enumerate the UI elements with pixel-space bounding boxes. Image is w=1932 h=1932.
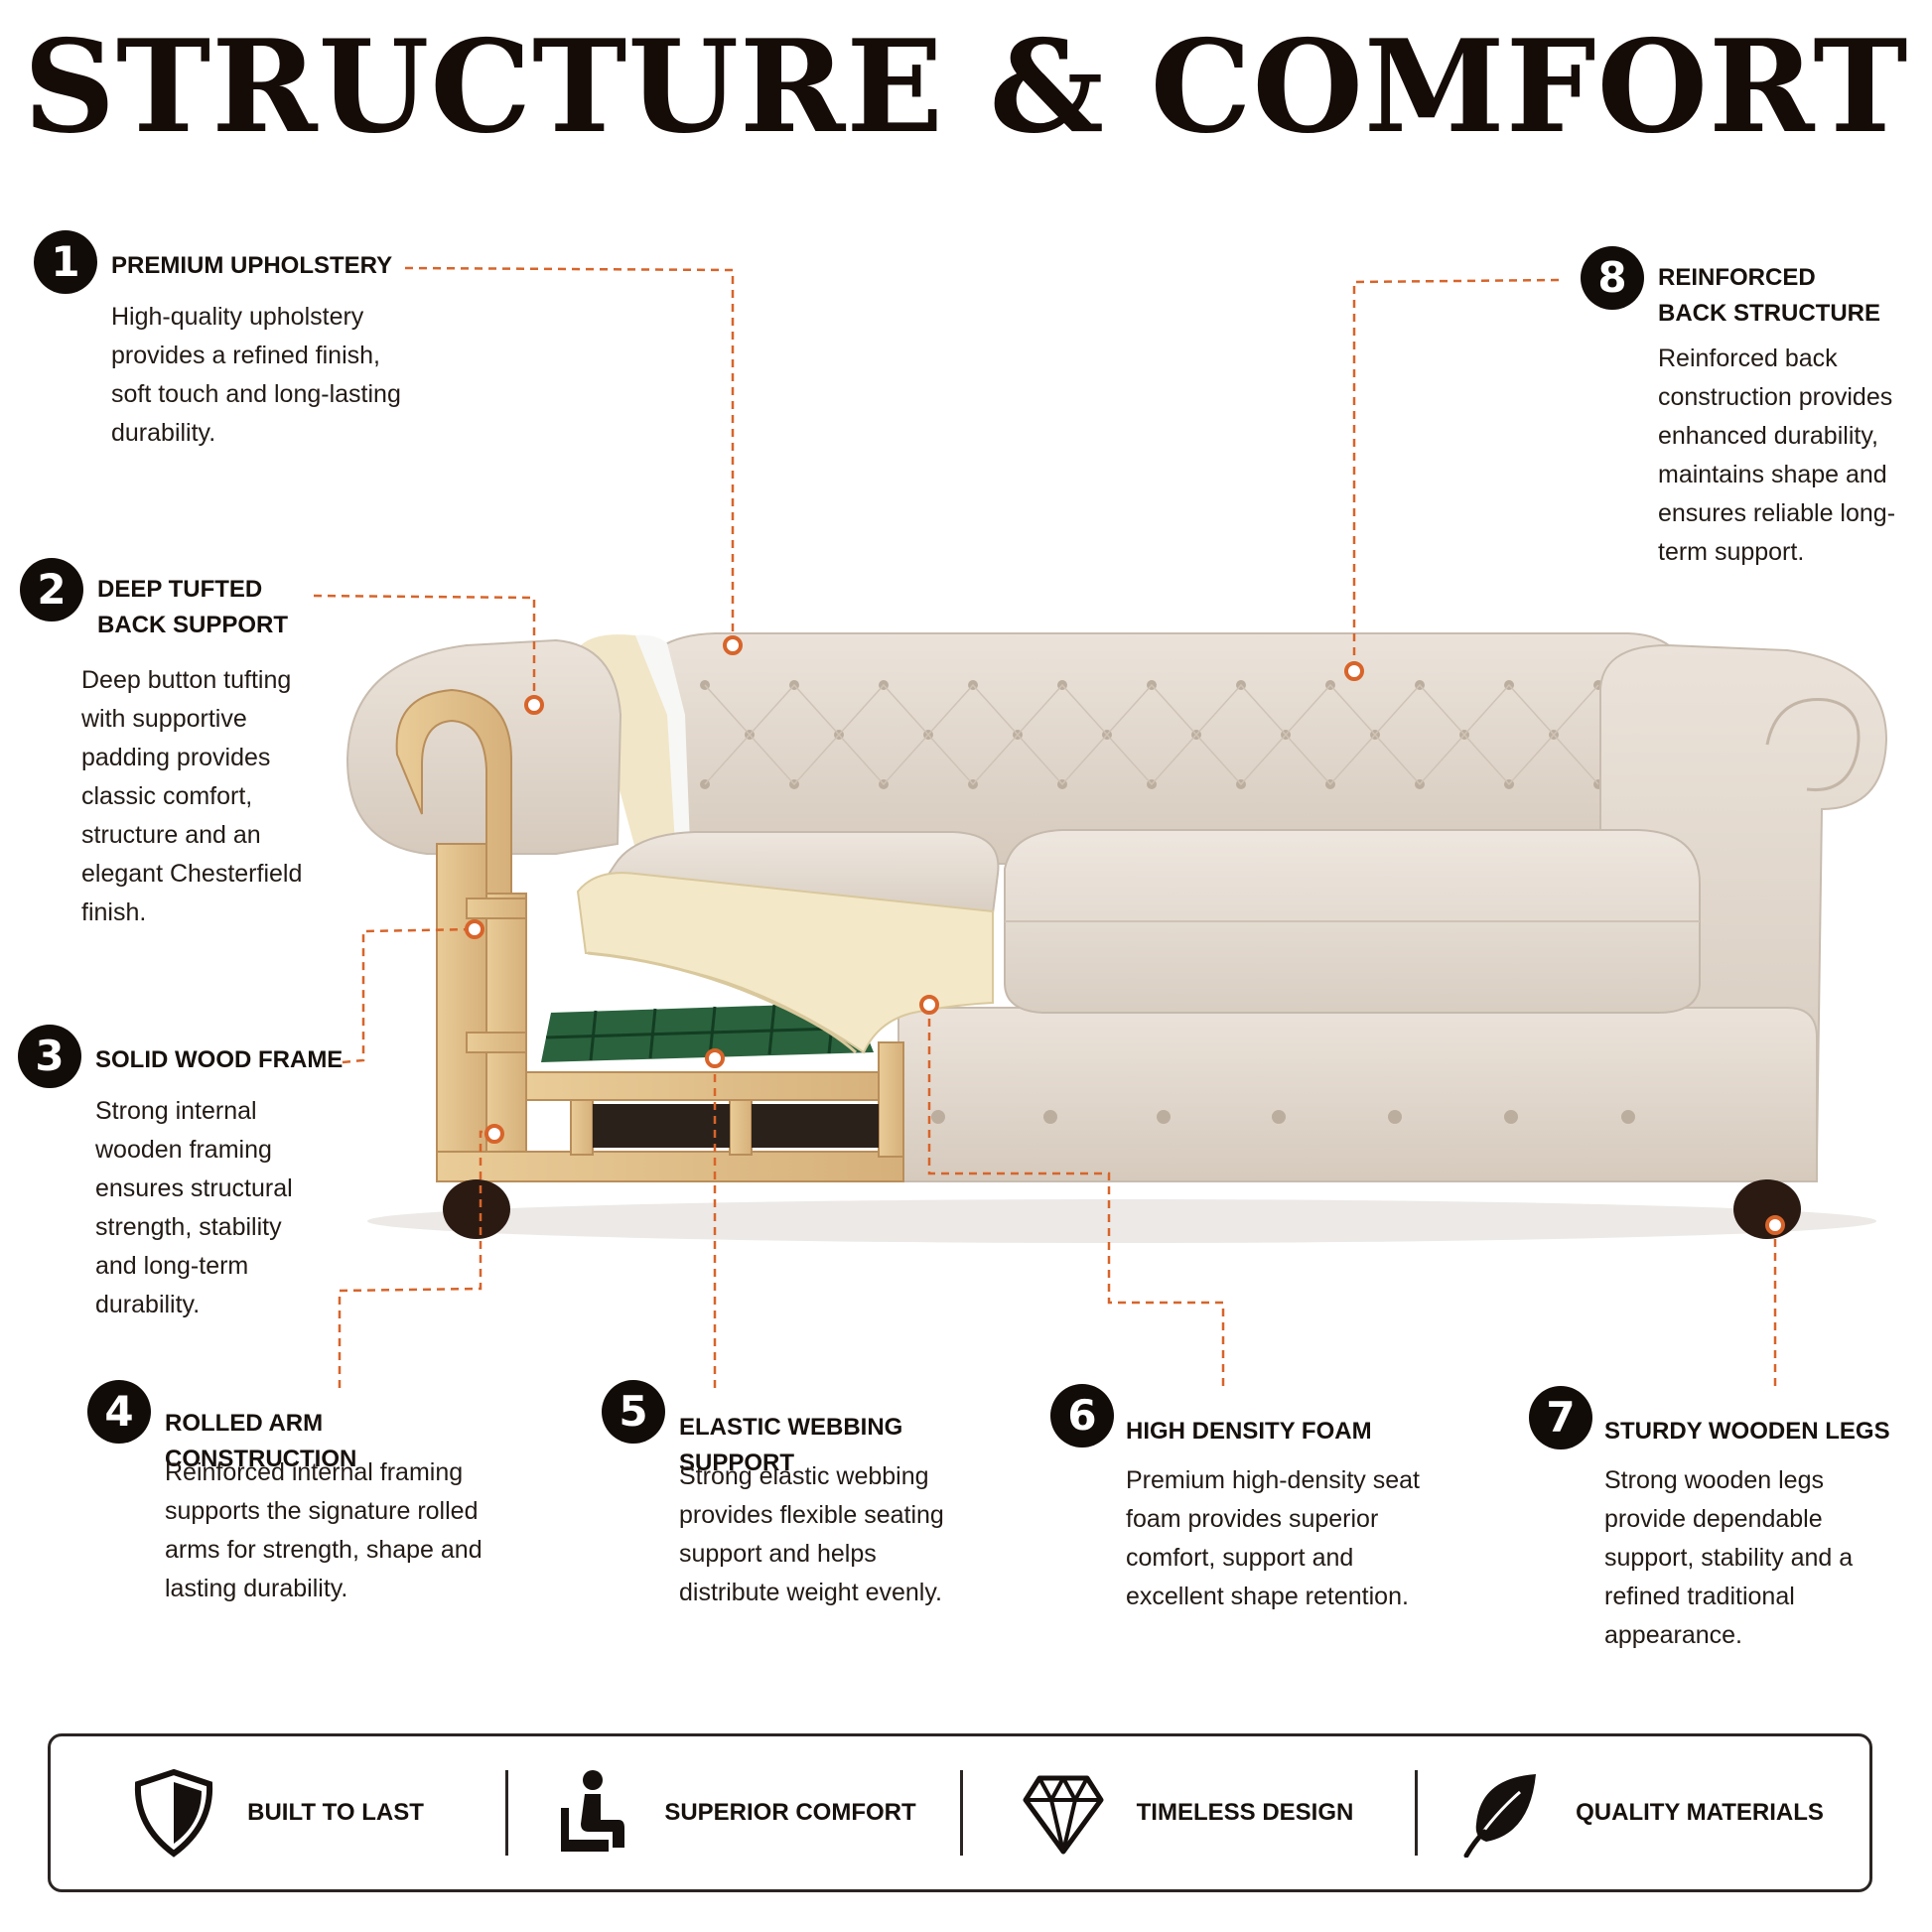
wood-frame: [436, 843, 904, 1182]
leader-3: [342, 927, 476, 1064]
left-leg: [443, 1179, 510, 1239]
callout-title: ELASTIC WEBBING SUPPORT: [679, 1414, 903, 1476]
feature-label: BUILT TO LAST: [247, 1799, 424, 1826]
seated-person-icon: [561, 1770, 625, 1852]
callout-description: Reinforced back construction provides en…: [1658, 345, 1896, 566]
callout-number-badge: 5: [602, 1380, 665, 1444]
sofa-front-base: [897, 1007, 1818, 1182]
feature-quality-materials: QUALITY MATERIALS: [1415, 1736, 1869, 1889]
leader-6: [927, 1005, 1225, 1392]
front-tufting: [931, 1110, 1635, 1124]
callout-description: Premium high-density seat foam provides …: [1126, 1466, 1420, 1610]
callout-description: Reinforced internal framing supports the…: [165, 1458, 483, 1602]
callout-title: HIGH DENSITY FOAM: [1126, 1418, 1372, 1445]
callout-title: ROLLED ARM CONSTRUCTION: [165, 1410, 357, 1472]
callout-title: SOLID WOOD FRAME: [95, 1046, 344, 1073]
diamond-icon: [1023, 1775, 1104, 1855]
back-padding-fiber: [635, 634, 690, 844]
callout-number-badge: 2: [20, 558, 83, 621]
feature-label: TIMELESS DESIGN: [1136, 1799, 1354, 1826]
back-tufting-lines: [704, 683, 1599, 786]
callout-number-badge: 3: [18, 1025, 81, 1088]
callout-description: Strong wooden legs provide dependable su…: [1604, 1466, 1854, 1649]
callout-title: PREMIUM UPHOLSTERY: [111, 252, 393, 279]
callout-description: Strong elastic webbing provides flexible…: [679, 1462, 944, 1606]
feature-label: SUPERIOR COMFORT: [664, 1799, 916, 1826]
shield-icon: [135, 1768, 213, 1858]
callout-number-badge: 6: [1050, 1384, 1114, 1448]
callout-description: High-quality upholstery provides a refin…: [111, 303, 401, 447]
callout-number-badge: 8: [1581, 246, 1644, 310]
callout-title: DEEP TUFTED BACK SUPPORT: [97, 576, 289, 638]
leader-lines: [313, 266, 1777, 1392]
callout-description: Deep button tufting with supportive padd…: [81, 666, 303, 926]
leader-2: [313, 594, 536, 703]
leader-dots: [465, 635, 1785, 1235]
leader-8: [1352, 278, 1560, 671]
feature-built-to-last: BUILT TO LAST: [51, 1736, 505, 1889]
leaf-icon: [1463, 1774, 1537, 1858]
feature-bar: BUILT TO LAST SUPERIOR COMFORT TIMELESS …: [48, 1733, 1872, 1892]
feature-superior-comfort: SUPERIOR COMFORT: [505, 1736, 960, 1889]
feature-label: QUALITY MATERIALS: [1576, 1799, 1824, 1826]
feature-timeless-design: TIMELESS DESIGN: [960, 1736, 1415, 1889]
callout-title: STURDY WOODEN LEGS: [1604, 1418, 1890, 1445]
leader-1: [404, 266, 735, 643]
callout-number-badge: 7: [1529, 1386, 1592, 1449]
floor-shadow: [367, 1199, 1876, 1243]
callout-title: REINFORCED BACK STRUCTURE: [1658, 264, 1880, 327]
callout-number-badge: 1: [34, 230, 97, 294]
page-title: STRUCTURE & COMFORT: [23, 13, 1909, 162]
callout-description: Strong internal wooden framing ensures s…: [95, 1097, 293, 1318]
callout-number-badge: 4: [87, 1380, 151, 1444]
leader-4: [338, 1130, 494, 1388]
